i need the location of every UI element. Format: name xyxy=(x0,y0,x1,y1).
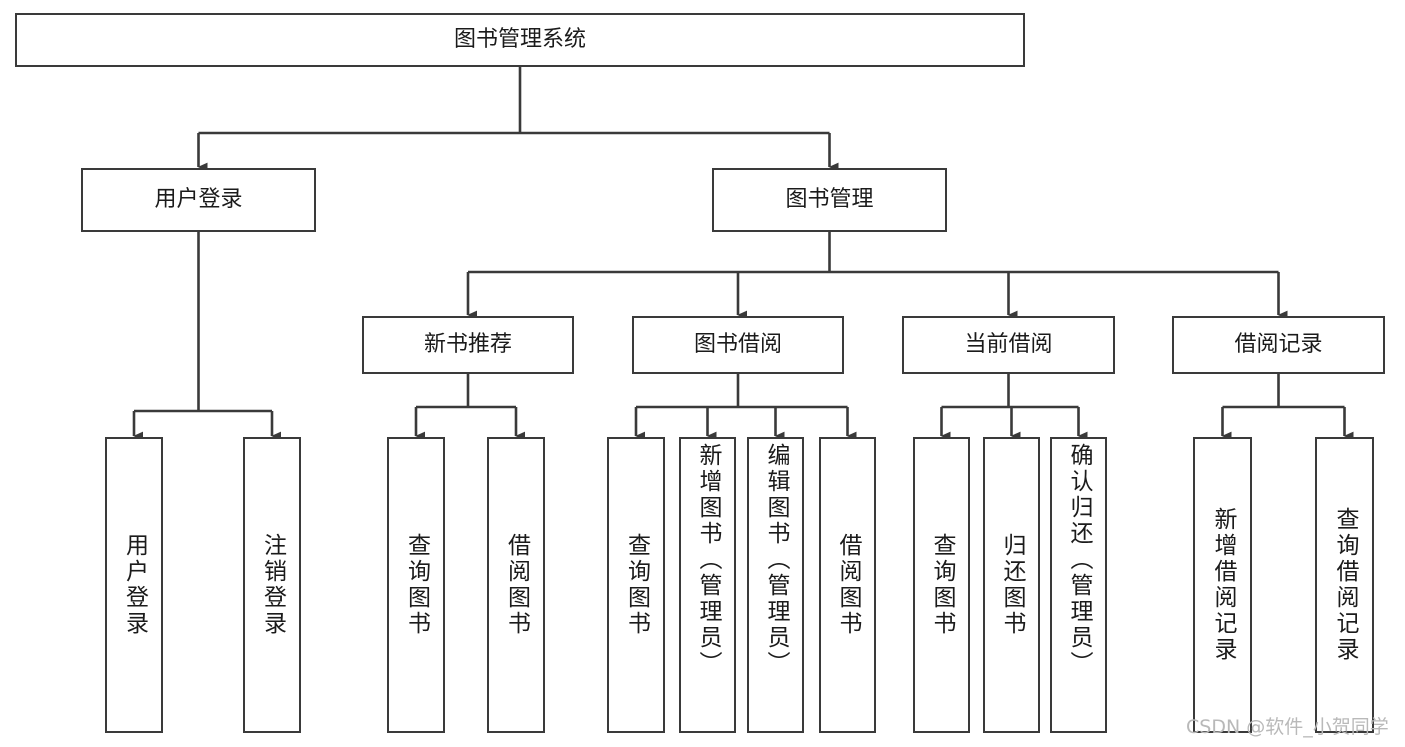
node-l2_a[interactable]: 新书推荐 xyxy=(362,316,574,374)
node-label: 图书借阅 xyxy=(693,332,782,358)
node-l2_c[interactable]: 当前借阅 xyxy=(902,316,1115,374)
node-leaf_2[interactable]: 注销登录 xyxy=(243,437,301,733)
node-label: 借阅图书 xyxy=(835,533,861,637)
node-label: 归还图书 xyxy=(999,533,1025,637)
node-l2_b[interactable]: 图书借阅 xyxy=(632,316,844,374)
node-label: 图书管理系统 xyxy=(453,27,586,53)
node-leaf_10[interactable]: 归还图书 xyxy=(983,437,1040,733)
node-leaf_9[interactable]: 查询图书 xyxy=(913,437,970,733)
node-leaf_13[interactable]: 查询借阅记录 xyxy=(1315,437,1374,733)
node-leaf_6[interactable]: 新增图书（管理员） xyxy=(679,437,736,733)
node-label: 查询图书 xyxy=(623,533,650,637)
node-leaf_4[interactable]: 借阅图书 xyxy=(487,437,545,733)
node-l1_b[interactable]: 图书管理 xyxy=(712,168,947,232)
node-label: 借阅图书 xyxy=(503,533,530,637)
node-leaf_7[interactable]: 编辑图书（管理员） xyxy=(747,437,804,733)
node-label: 用户登录 xyxy=(121,533,148,637)
node-label: 查询图书 xyxy=(403,533,430,637)
watermark-text: CSDN @软件_小贺同学 xyxy=(1186,716,1389,738)
node-l2_d[interactable]: 借阅记录 xyxy=(1172,316,1385,374)
node-leaf_3[interactable]: 查询图书 xyxy=(387,437,445,733)
node-label: 借阅记录 xyxy=(1234,332,1323,358)
node-leaf_5[interactable]: 查询图书 xyxy=(607,437,665,733)
node-l1_a[interactable]: 用户登录 xyxy=(81,168,316,232)
node-label: 当前借阅 xyxy=(964,332,1053,358)
node-label: 注销登录 xyxy=(259,533,286,637)
node-leaf_8[interactable]: 借阅图书 xyxy=(819,437,876,733)
node-leaf_12[interactable]: 新增借阅记录 xyxy=(1193,437,1252,733)
node-label: 图书管理 xyxy=(785,187,874,213)
node-label: 编辑图书（管理员） xyxy=(763,443,789,677)
node-label: 新书推荐 xyxy=(423,332,512,358)
node-label: 新增借阅记录 xyxy=(1210,507,1236,663)
node-root[interactable]: 图书管理系统 xyxy=(15,13,1025,67)
node-label: 查询借阅记录 xyxy=(1332,507,1358,663)
node-leaf_1[interactable]: 用户登录 xyxy=(105,437,163,733)
node-leaf_11[interactable]: 确认归还（管理员） xyxy=(1050,437,1107,733)
node-label: 确认归还（管理员） xyxy=(1066,443,1092,677)
node-label: 查询图书 xyxy=(929,533,955,637)
node-label: 用户登录 xyxy=(154,187,243,213)
node-label: 新增图书（管理员） xyxy=(695,443,721,677)
